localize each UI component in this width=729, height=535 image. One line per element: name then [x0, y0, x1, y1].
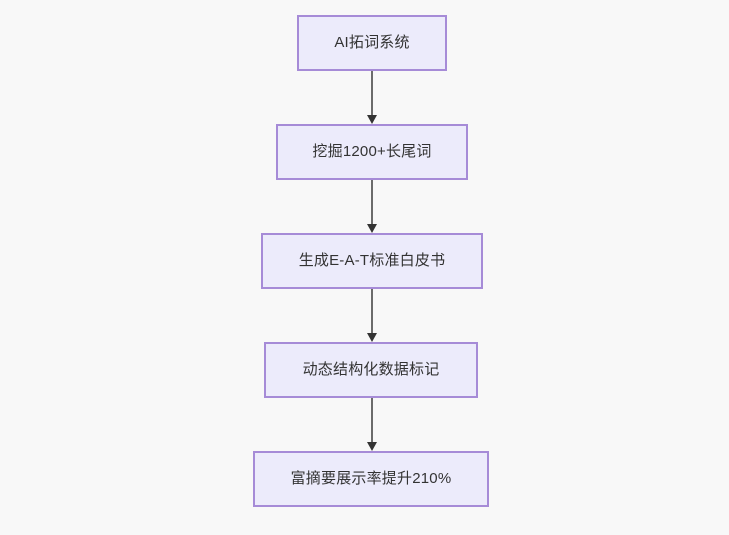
arrowhead-icon [367, 442, 377, 451]
flow-edge-node-3-to-node-4 [367, 289, 377, 342]
edge-line [371, 289, 373, 334]
flow-node-generate-eat-whitepaper[interactable]: 生成E-A-T标准白皮书 [261, 233, 483, 289]
flow-node-rich-snippet-rate-increase[interactable]: 富摘要展示率提升210% [253, 451, 489, 507]
flow-node-label: 生成E-A-T标准白皮书 [298, 252, 446, 270]
flow-node-label: AI拓词系统 [334, 34, 410, 52]
flow-node-mine-longtail-keywords[interactable]: 挖掘1200+长尾词 [276, 124, 468, 180]
flow-node-label: 挖掘1200+长尾词 [312, 143, 432, 161]
flow-edge-node-2-to-node-3 [367, 180, 377, 233]
arrowhead-icon [367, 115, 377, 124]
edge-line [371, 71, 373, 116]
flow-node-label: 富摘要展示率提升210% [290, 470, 452, 488]
flow-node-label: 动态结构化数据标记 [302, 361, 440, 379]
arrowhead-icon [367, 224, 377, 233]
edge-line [371, 398, 373, 443]
flow-node-dynamic-structured-data-markup[interactable]: 动态结构化数据标记 [264, 342, 478, 398]
edge-line [371, 180, 373, 225]
flow-edge-node-4-to-node-5 [367, 398, 377, 451]
flow-node-ai-keyword-system[interactable]: AI拓词系统 [297, 15, 447, 71]
arrowhead-icon [367, 333, 377, 342]
flow-edge-node-1-to-node-2 [367, 71, 377, 124]
